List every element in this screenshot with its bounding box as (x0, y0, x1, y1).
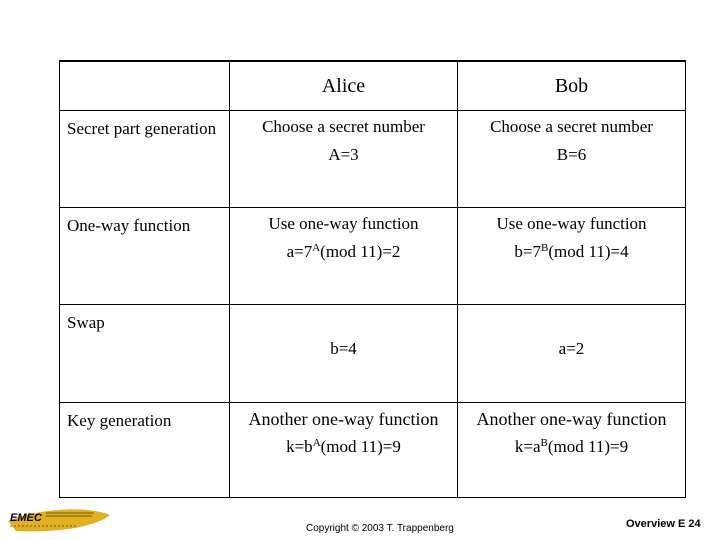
cell-alice-swap: b=4 (229, 304, 458, 403)
key-exchange-table: Alice Bob Secret part generation Choose … (59, 60, 686, 498)
corner-cell (59, 60, 230, 111)
table-row: Swap b=4 a=2 (59, 304, 686, 403)
page-number: Overview E 24 (626, 518, 701, 530)
header-alice: Alice (229, 60, 458, 111)
cell-bob-swap: a=2 (457, 304, 686, 403)
copyright-text: Copyright © 2003 T. Trappenberg (306, 523, 454, 534)
formula: k=aB(mod 11)=9 (514, 437, 629, 456)
cell-alice-oneway: Use one-way function a=7A(mod 11)=2 (229, 207, 458, 305)
cell-bob-oneway: Use one-way function b=7B(mod 11)=4 (457, 207, 686, 305)
logo-swoosh (8, 509, 110, 532)
header-bob: Bob (457, 60, 686, 111)
table-row: One-way function Use one-way function a=… (59, 207, 686, 305)
cell-bob-secret: Choose a secret number B=6 (457, 110, 686, 208)
row-label-oneway: One-way function (59, 207, 230, 305)
formula: k=bA(mod 11)=9 (286, 437, 401, 456)
emec-logo: EMEC (8, 509, 110, 532)
cell-alice-key: Another one-way function k=bA(mod 11)=9 (229, 402, 458, 498)
row-label-swap: Swap (59, 304, 230, 403)
row-label-key: Key generation (59, 402, 230, 498)
formula: b=7B(mod 11)=4 (514, 242, 629, 261)
cell-alice-secret: Choose a secret number A=3 (229, 110, 458, 208)
logo-text: EMEC (10, 512, 43, 524)
header-row: Alice Bob (59, 60, 686, 111)
row-label-secret: Secret part generation (59, 110, 230, 208)
formula: a=7A(mod 11)=2 (286, 242, 401, 261)
table-row: Secret part generation Choose a secret n… (59, 110, 686, 208)
table-row: Key generation Another one-way function … (59, 402, 686, 498)
cell-bob-key: Another one-way function k=aB(mod 11)=9 (457, 402, 686, 498)
